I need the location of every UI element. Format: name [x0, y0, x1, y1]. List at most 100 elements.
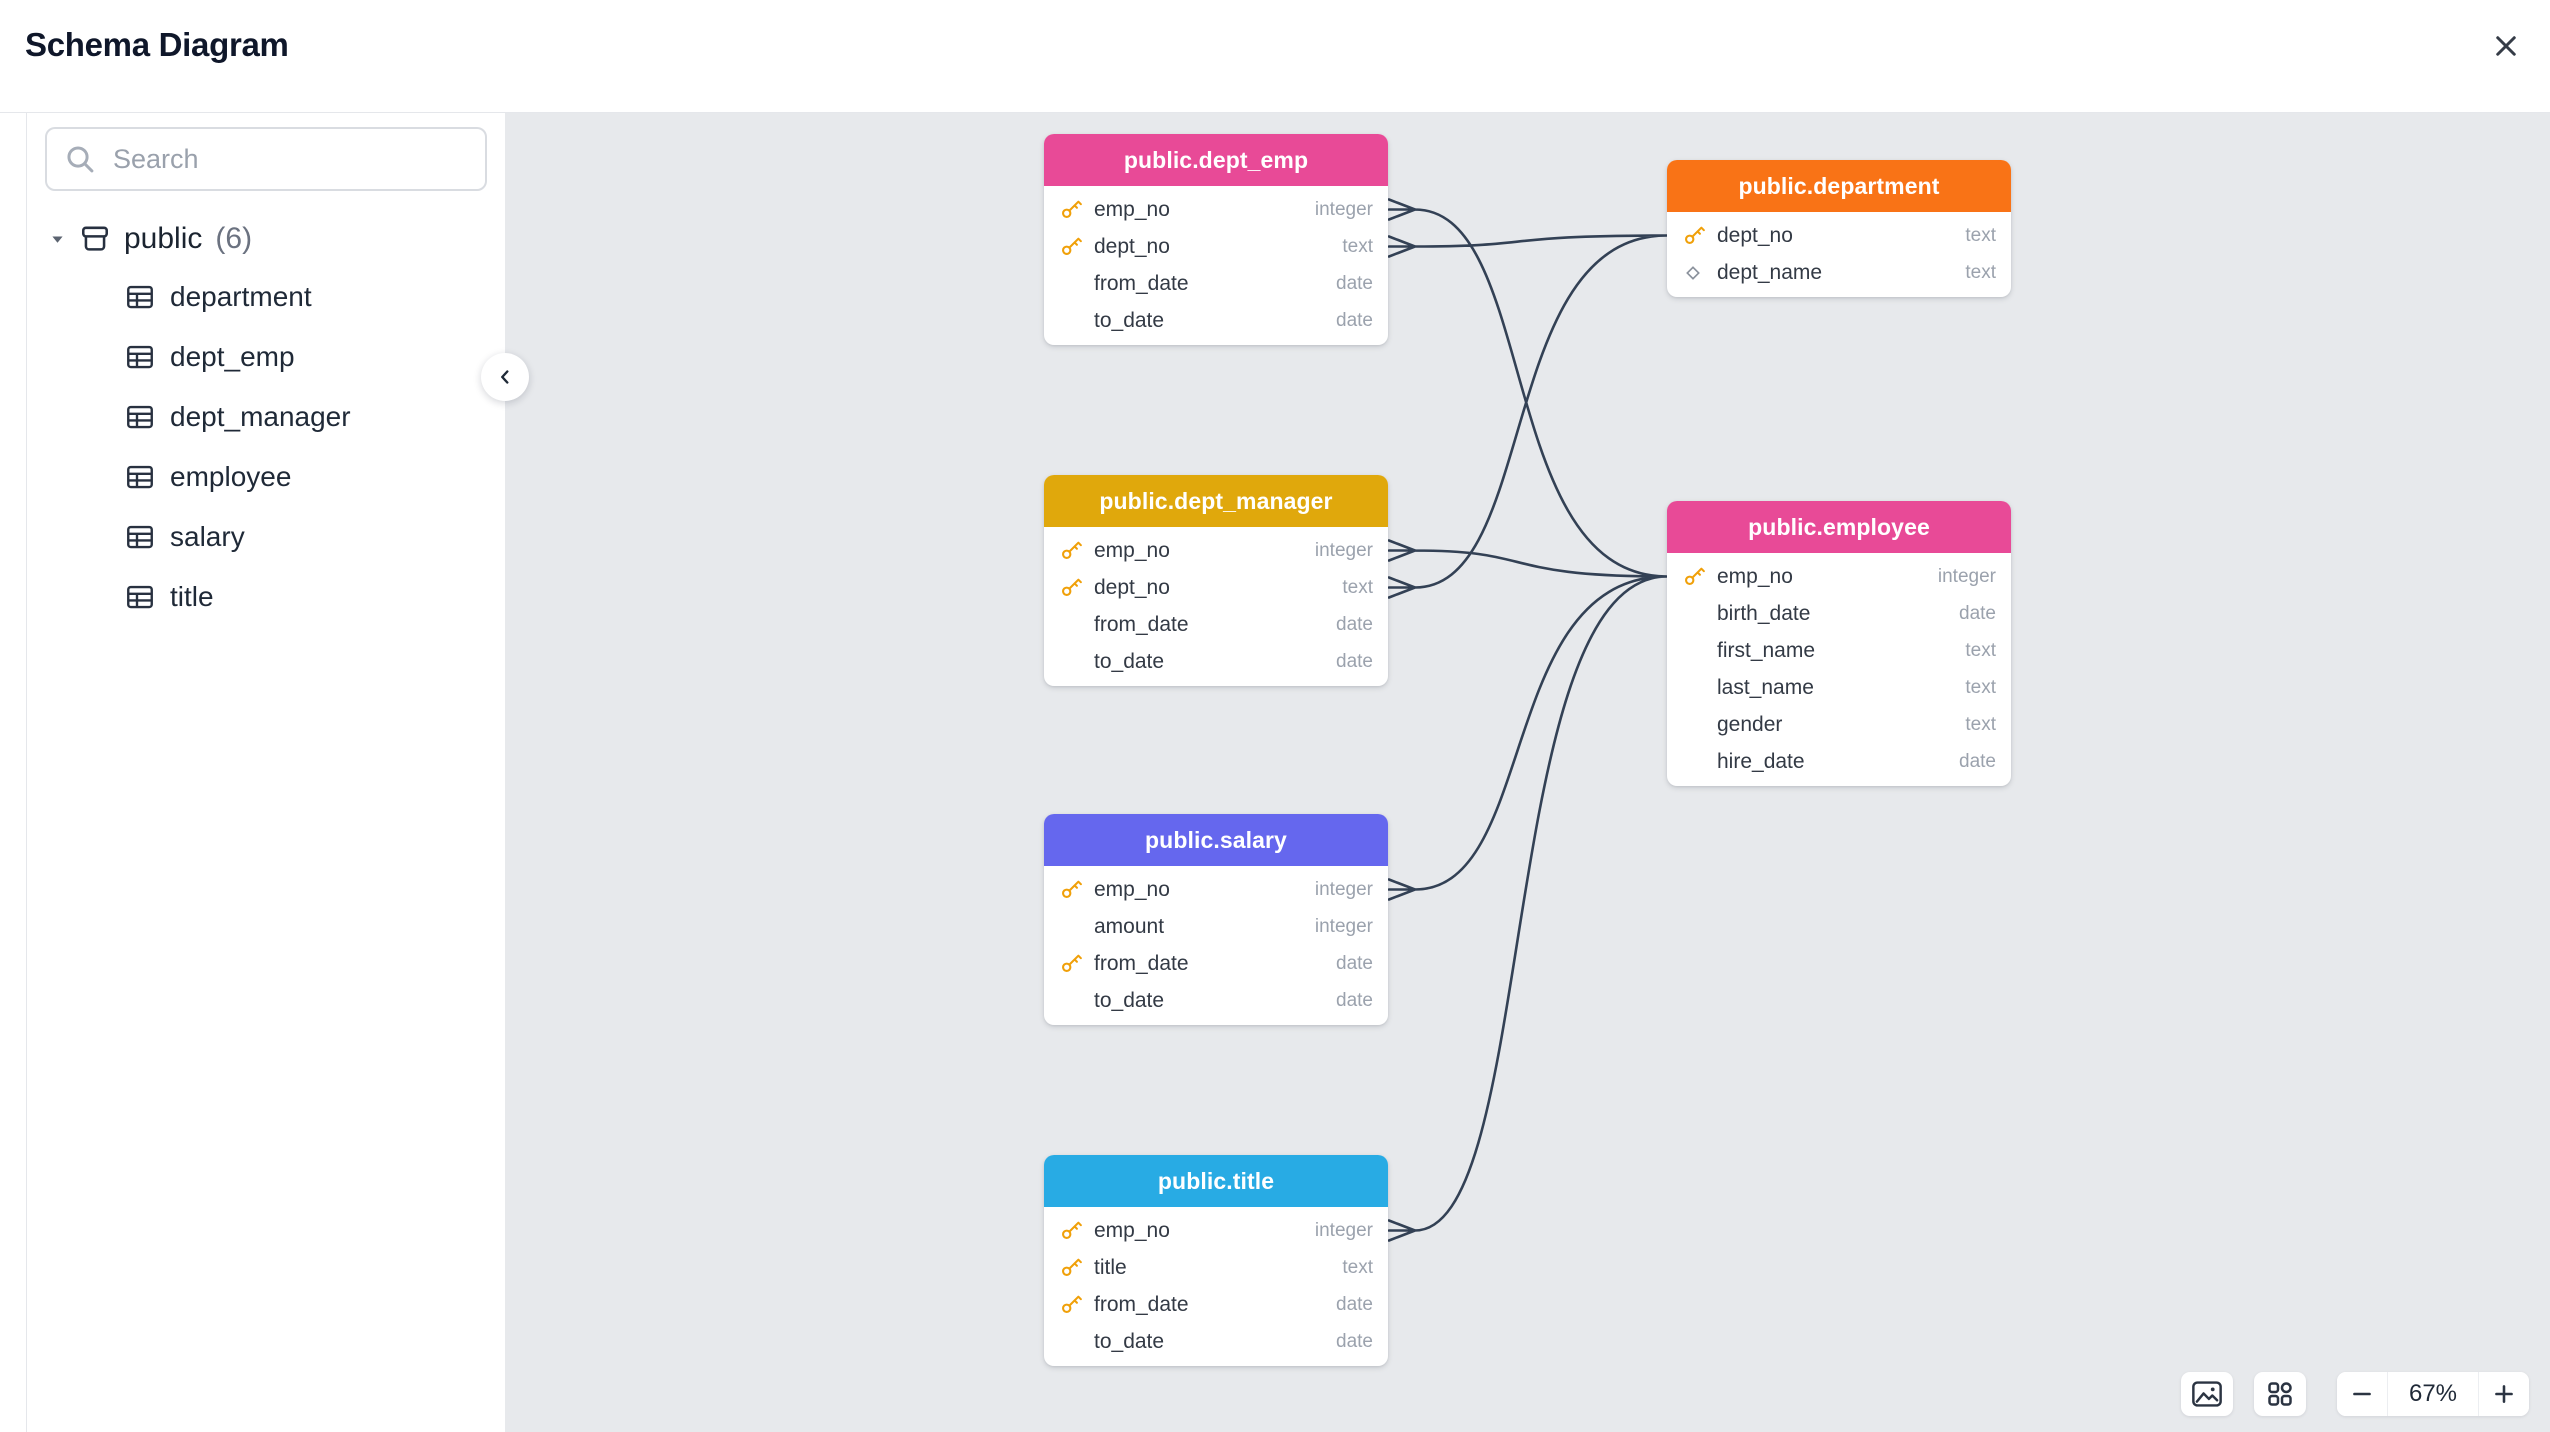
archive-box-icon [79, 223, 111, 255]
column-type: text [1965, 676, 1996, 698]
primary-key-icon [1059, 1255, 1094, 1280]
zoom-in-button[interactable] [2479, 1372, 2529, 1416]
schema-table-list: department dept_emp dept_manager employee sa… [27, 267, 505, 627]
column-name: first_name [1717, 638, 1816, 662]
sidebar-item-salary[interactable]: salary [27, 507, 505, 567]
column-name: from_date [1094, 951, 1189, 975]
column-row-from_date[interactable]: from_date date [1044, 945, 1388, 982]
auto-layout-button[interactable] [2254, 1372, 2306, 1416]
column-type: integer [1314, 915, 1373, 937]
column-type: date [1336, 650, 1373, 672]
column-name: from_date [1094, 612, 1189, 636]
chevron-left-icon [494, 366, 516, 388]
column-name: hire_date [1717, 749, 1805, 773]
column-row-to_date[interactable]: to_date date [1044, 1323, 1388, 1360]
column-name: from_date [1094, 1292, 1189, 1316]
column-name: dept_no [1094, 234, 1170, 258]
table-node-title[interactable]: public.dept_manager [1044, 475, 1388, 527]
schema-name: public [124, 222, 203, 255]
zoom-out-button[interactable] [2337, 1372, 2387, 1416]
column-name: dept_no [1717, 223, 1793, 247]
table-name: department [170, 281, 312, 312]
table-icon [125, 282, 155, 312]
close-button[interactable] [2484, 24, 2528, 68]
schema-table-count: (6) [215, 222, 253, 255]
column-type: date [1336, 952, 1373, 974]
primary-key-icon [1682, 223, 1717, 248]
export-image-button[interactable] [2181, 1372, 2233, 1416]
table-node-title[interactable]: public.title [1044, 1155, 1388, 1207]
column-type: date [1336, 613, 1373, 635]
sidebar-item-employee[interactable]: employee [27, 447, 505, 507]
column-type: date [1336, 309, 1373, 331]
column-type: date [1336, 1330, 1373, 1352]
column-name: to_date [1094, 1329, 1165, 1353]
sidebar-item-title[interactable]: title [27, 567, 505, 627]
table-node-title[interactable]: public.dept_emp [1044, 134, 1388, 186]
column-row-to_date[interactable]: to_date date [1044, 643, 1388, 680]
column-name: dept_name [1717, 260, 1823, 284]
search-box[interactable] [45, 127, 487, 191]
table-name: dept_manager [170, 401, 351, 432]
table-icon [125, 462, 155, 492]
column-type: text [1342, 235, 1373, 257]
column-type: integer [1314, 1219, 1373, 1241]
search-input[interactable] [111, 142, 469, 176]
primary-key-icon [1059, 1292, 1094, 1317]
plus-icon [2490, 1380, 2518, 1408]
column-type: text [1965, 261, 1996, 283]
x-icon [2488, 28, 2524, 64]
sidebar-item-dept_manager[interactable]: dept_manager [27, 387, 505, 447]
top-bar: Schema Diagram [0, 0, 2550, 112]
column-type: text [1965, 713, 1996, 735]
caret-down-icon[interactable] [49, 231, 66, 248]
grid-icon [2265, 1379, 2295, 1409]
column-name: to_date [1094, 649, 1165, 673]
table-node-title[interactable]: public.salary [1044, 814, 1388, 866]
column-type: integer [1314, 878, 1373, 900]
sidebar-item-dept_emp[interactable]: dept_emp [27, 327, 505, 387]
sidebar-collapse-button[interactable] [481, 353, 529, 401]
column-row-dept_no[interactable]: dept_no text [1044, 228, 1388, 265]
column-row-dept_name[interactable]: dept_name text [1667, 254, 2011, 291]
tree-node-public-schema[interactable]: public (6) [27, 211, 505, 267]
column-name: emp_no [1094, 538, 1170, 562]
column-type: date [1336, 272, 1373, 294]
column-type: text [1342, 576, 1373, 598]
sidebar-item-department[interactable]: department [27, 267, 505, 327]
column-row-from_date[interactable]: from_date date [1044, 606, 1388, 643]
table-name: salary [170, 521, 245, 552]
zoom-control: 67% [2337, 1372, 2529, 1416]
table-node-title[interactable]: public.department [1667, 160, 2011, 212]
table-node-title[interactable]: public.employee [1667, 501, 2011, 553]
